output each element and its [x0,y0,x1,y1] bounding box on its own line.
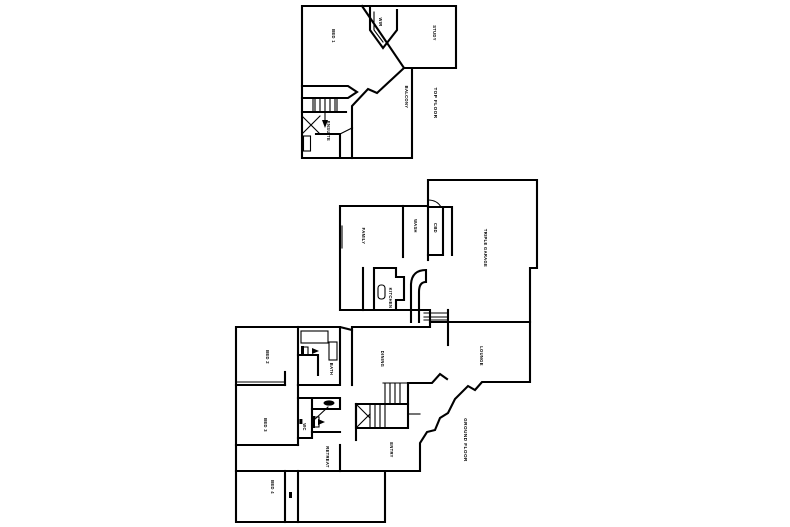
top-floor-stair-treads [314,97,336,113]
garage-inner-wall [441,205,454,257]
top-floor-group: BED 1 WIR STUDY BALCONY ENSUITE TOP FLOO… [300,4,458,160]
toilet-cistern [301,346,304,356]
room-label-ensuite: ENSUITE [326,121,331,141]
wc-door-arrow [318,419,325,425]
wc-cistern [312,416,315,428]
top-floor-stair-rail [312,97,338,113]
bed4-robe-marker [289,492,292,498]
room-label-cbd: CBD [433,223,438,233]
room-label-bath: BATH [329,363,334,375]
stair-treads-upper [384,382,401,405]
wir-walls [368,4,399,50]
stair-winder-diagonals [355,403,371,429]
top-floor-stair-arrowhead [322,120,328,128]
room-label-entry: ENTRY [389,442,394,457]
bath-partition [296,353,320,377]
room-label-bed3: BED 3 [263,418,268,432]
room-label-wir: WIR [378,17,383,26]
room-label-family: FAMILY [361,228,366,245]
ground-floor-group: BED 2 BED 3 BED 4 BATH WC RETREAT DINING… [234,320,532,524]
balcony-boundary [350,66,406,130]
room-label-triple-garage: TRIPLE GARAGE [483,229,488,267]
wir-inner-line [373,11,384,43]
bath-tub [300,330,329,344]
middle-floor-group: FAMILY WASH CBD TRIPLE GARAGE KITCHEN [338,178,539,324]
wc-diag-line [313,406,329,421]
wash-door-swing [427,199,442,208]
bath-basin-box [328,341,338,361]
bath-door-arrow [312,348,319,354]
room-label-bed1: BED 1 [331,29,336,43]
wash-wall [426,205,445,257]
ensuite-angle [339,127,353,135]
stair-outer [354,381,422,406]
room-label-kitchen: KITCHEN [388,288,393,309]
room-label-lounge: LOUNGE [479,346,484,366]
room-label-bed2: BED 2 [265,350,270,364]
ground-floor-outer-walls [234,320,532,524]
floor-label-top: TOP FLOOR [433,87,438,118]
wc-basin [323,400,335,406]
floor-label-ground: GROUND FLOOR [463,418,468,462]
stair-treads-lower [369,403,386,429]
room-label-study: STUDY [432,25,437,41]
room-label-wash: WASH [413,219,418,233]
ensuite-basin-box [302,135,312,152]
stair-landing [354,402,410,430]
room-label-wc: WC [302,423,307,431]
wc-walls [296,396,314,440]
porch-angled-wall [418,372,449,385]
room-label-retreat: RETREAT [325,446,330,468]
kitchen-sink [377,284,386,300]
room-label-dining: DINING [380,351,385,367]
garage-step-lines [423,312,449,321]
kitchen-bench [372,266,406,312]
room-label-balcony: BALCONY [404,86,409,109]
bath-walls [296,325,342,387]
top-floor-hall-wall [300,84,359,100]
top-floor-shower [301,115,321,135]
middle-floor-outer-walls [338,178,539,324]
room-label-bed4: BED 4 [270,480,275,494]
wc-robe-marker [299,419,303,424]
curved-bench [409,268,428,324]
